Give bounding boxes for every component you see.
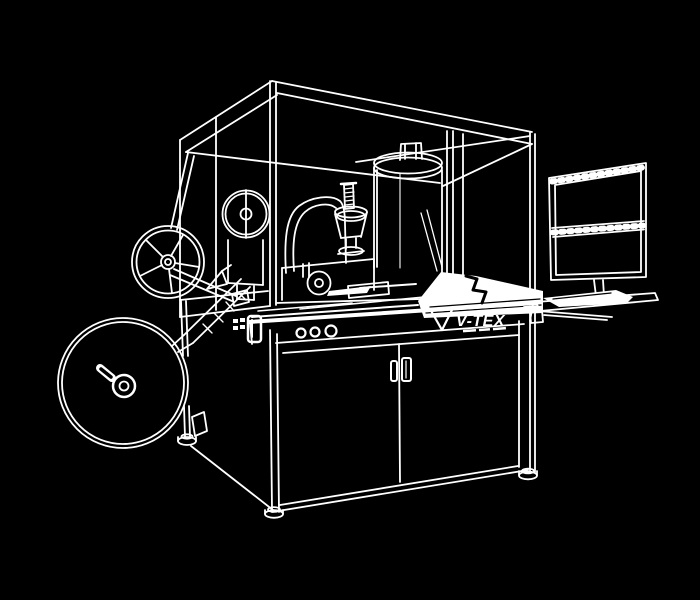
cabinet — [249, 303, 538, 519]
tray-bracket — [529, 309, 544, 324]
table-front-edge — [247, 301, 538, 324]
inner-reel — [221, 189, 271, 301]
control-buttons[interactable] — [295, 324, 338, 339]
table-surface — [247, 272, 543, 324]
funnel-assembly — [334, 181, 368, 256]
chute — [171, 264, 251, 353]
brand-logo: V-TEX — [428, 306, 506, 333]
leveling-foot-right — [518, 467, 538, 481]
monitors — [548, 162, 647, 305]
spoked-reel — [131, 152, 250, 307]
panel-switch[interactable] — [246, 314, 263, 344]
storage-cylinder — [373, 142, 443, 273]
reel-stand — [177, 300, 274, 511]
door-divider — [398, 343, 401, 483]
brand-tagline-marks — [462, 326, 506, 333]
brand-label: V-TEX — [456, 313, 506, 330]
drive-pulley — [306, 270, 332, 296]
leveling-foot-left — [264, 506, 284, 519]
badge-label — [233, 314, 263, 344]
flag-marker — [206, 270, 228, 290]
keyboard[interactable] — [543, 290, 633, 307]
supply-disc — [57, 317, 189, 449]
inverted-triangle-icon — [428, 306, 455, 332]
enclosure-frame — [179, 80, 536, 473]
door-handles[interactable] — [390, 357, 412, 382]
badge-text-marks — [233, 318, 245, 330]
disc-hub — [111, 373, 137, 399]
keyboard-tray — [523, 290, 659, 324]
